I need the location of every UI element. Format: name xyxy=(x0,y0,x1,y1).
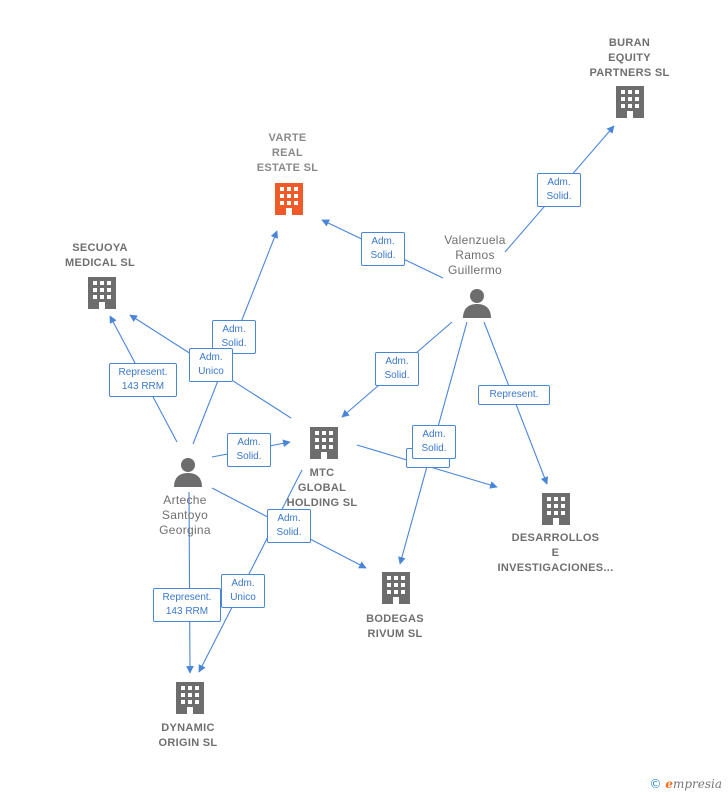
edge-label-buran-adm-solid: Adm. Solid. xyxy=(537,173,581,207)
edge-label-secuoya-adm-unico: Adm. Unico xyxy=(189,348,233,382)
edge-label-mtc-adm-solid-valenzuela: Adm. Solid. xyxy=(375,352,419,386)
brand-footer[interactable]: © empresia xyxy=(649,777,722,791)
edge-label-bodegas-adm-solid: Adm. Solid. xyxy=(267,509,311,543)
node-label-buran[interactable]: BURAN EQUITY PARTNERS SL xyxy=(589,37,670,79)
building-icon-varte xyxy=(275,183,303,215)
building-icon-buran xyxy=(616,86,644,118)
edge-label-desarrollos-adm-solid-front: Adm. Solid. xyxy=(412,425,456,459)
node-label-mtc[interactable]: MTC GLOBAL HOLDING SL xyxy=(286,467,358,509)
node-label-desarrollos[interactable]: DESARROLLOS E INVESTIGACIONES... xyxy=(497,532,614,574)
building-icon-bodegas xyxy=(382,572,410,604)
node-label-varte[interactable]: VARTE REAL ESTATE SL xyxy=(256,132,319,174)
node-label-valenzuela[interactable]: Valenzuela Ramos Guillermo xyxy=(444,233,506,277)
building-icon-mtc xyxy=(310,427,338,459)
edge-label-mtc-adm-solid-arteche: Adm. Solid. xyxy=(227,433,271,467)
node-label-dynamic[interactable]: DYNAMIC ORIGIN SL xyxy=(158,722,218,749)
edge-arteche-dynamic-rep xyxy=(186,491,194,674)
edge-label-dynamic-adm-unico: Adm. Unico xyxy=(221,574,265,608)
building-icon-secuoya xyxy=(88,277,116,309)
brand-name: mpresia xyxy=(672,777,722,791)
edge-label-secuoya-represent: Represent. 143 RRM xyxy=(109,363,177,397)
node-label-arteche[interactable]: Arteche Santoyo Georgina xyxy=(159,493,211,537)
node-label-bodegas[interactable]: BODEGAS RIVUM SL xyxy=(366,613,424,640)
edge-label-desarrollos-represent: Represent. xyxy=(478,385,550,405)
edge-label-varte-adm-solid-valenzuela: Adm. Solid. xyxy=(361,232,405,266)
node-label-secuoya[interactable]: SECUOYA MEDICAL SL xyxy=(64,242,136,269)
copyright-icon: © xyxy=(649,777,662,791)
brand-mark: e xyxy=(665,777,673,791)
person-icon-valenzuela xyxy=(463,289,491,318)
edge-label-dynamic-represent: Represent. 143 RRM xyxy=(153,588,221,622)
building-icon-desarrollos xyxy=(542,493,570,525)
building-icon-dynamic xyxy=(176,682,204,714)
person-icon-arteche xyxy=(174,458,202,487)
edge-mtc-dynamic-unico xyxy=(198,469,303,673)
